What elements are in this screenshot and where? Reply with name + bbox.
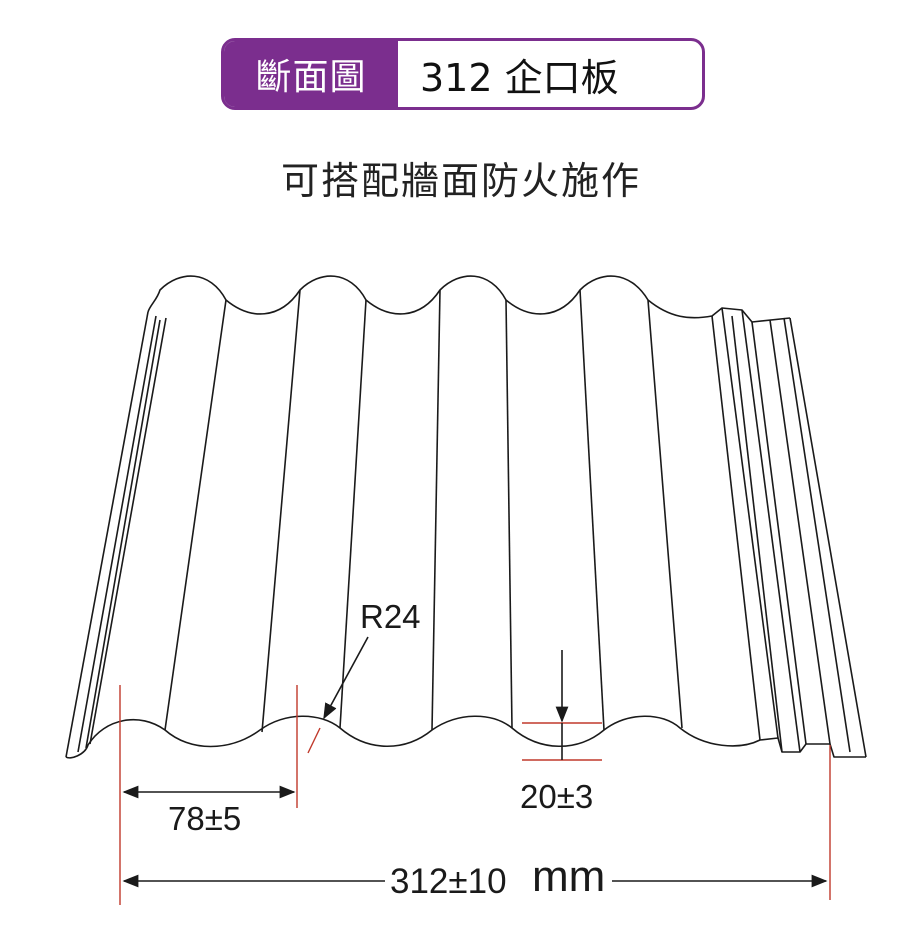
rib-line xyxy=(339,299,367,729)
left-fold-4 xyxy=(89,317,167,745)
rib-line xyxy=(647,299,683,729)
left-fold-2 xyxy=(77,315,157,753)
panel-outline xyxy=(65,275,867,759)
radius-label: R24 xyxy=(360,598,421,635)
right-fold-2 xyxy=(721,307,779,739)
title-badge: 斷面圖 312 企口板 xyxy=(221,38,705,110)
right-fold-7 xyxy=(783,317,851,753)
dimension-arrows xyxy=(122,636,828,888)
right-fold-6 xyxy=(769,319,831,745)
right-fold-3 xyxy=(731,315,783,753)
rib-line xyxy=(579,289,605,731)
depth-label: 20±3 xyxy=(520,778,593,815)
radius-tick xyxy=(307,727,321,754)
right-fold-8 xyxy=(789,317,867,758)
right-fold-1 xyxy=(711,315,761,741)
rib-line xyxy=(505,299,513,729)
panel-top-edge xyxy=(147,275,791,323)
left-fold-3 xyxy=(85,319,161,749)
right-fold-4 xyxy=(741,309,801,753)
rib-line xyxy=(431,289,441,731)
width-label: 312±10 xyxy=(390,862,507,901)
left-fold-1 xyxy=(65,311,149,758)
radius-leader xyxy=(323,636,369,720)
rib-line xyxy=(261,289,301,733)
rib-line xyxy=(164,299,227,731)
panel-bottom-edge xyxy=(65,715,866,759)
section-view-label: 斷面圖 xyxy=(224,41,398,107)
pitch-label: 78±5 xyxy=(168,800,241,837)
right-fold-5 xyxy=(751,321,807,745)
subtitle: 可搭配牆面防火施作 xyxy=(280,159,641,203)
product-name: 312 企口板 xyxy=(420,55,619,100)
unit-label: mm xyxy=(532,852,605,901)
